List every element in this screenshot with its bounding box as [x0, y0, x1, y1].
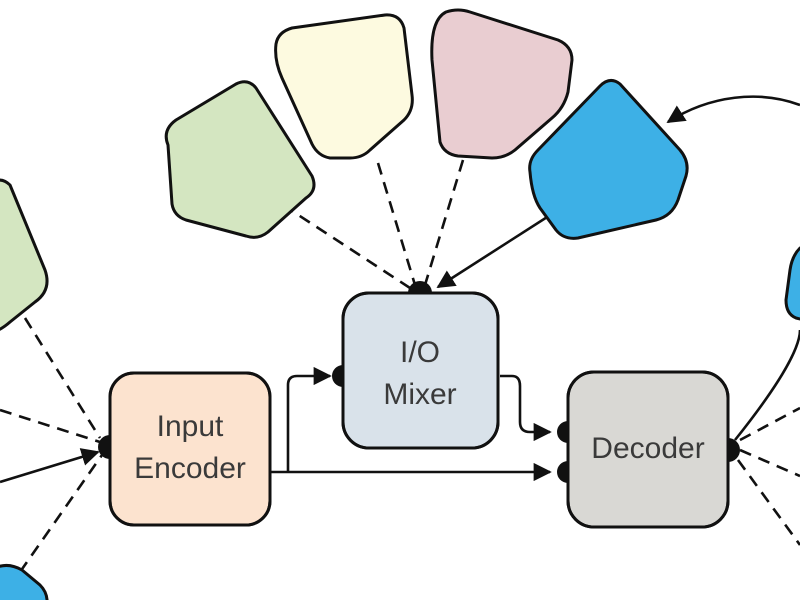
edge-left-1-to-encoder	[0, 408, 101, 444]
decoder-upper-port-mask	[569, 418, 583, 446]
mixer-top-port-mask	[400, 293, 440, 307]
encoder-inbound-edges	[0, 317, 104, 573]
petal-right-blue	[784, 246, 800, 321]
edge-left-top-petal-to-encoder	[23, 317, 102, 439]
block-outlines	[108, 291, 730, 529]
decoder-label: Decoder	[591, 432, 704, 465]
io-mixer-label-line2: Mixer	[383, 378, 456, 411]
edge-cream-petal-to-mixer	[376, 162, 417, 286]
io-mixer-box	[341, 291, 500, 450]
edge-green-petal-to-mixer	[282, 203, 411, 290]
edge-decoder-right-2	[739, 448, 800, 478]
input-encoder-label-line2: Encoder	[134, 452, 246, 485]
input-encoder-block: Input Encoder	[108, 371, 272, 527]
edge-feedback-to-blue-petal	[666, 95, 800, 124]
input-encoder-box	[108, 371, 272, 527]
mixer-left-port-mask	[344, 360, 358, 392]
petal-pink	[430, 8, 574, 160]
edge-left-3-to-encoder	[18, 454, 104, 573]
petal-bottom-left-blue	[0, 563, 49, 600]
petals	[0, 8, 800, 600]
edge-blue-petal-to-mixer	[436, 210, 556, 289]
edge-decoder-right-3	[736, 459, 800, 546]
edge-pink-petal-to-mixer	[423, 159, 465, 286]
edge-decoder-right-1	[739, 406, 800, 442]
io-mixer-block: I/O Mixer	[341, 291, 500, 450]
edge-decoder-to-right-petal	[733, 329, 800, 441]
petal-blue	[528, 79, 689, 240]
petal-left-green	[0, 178, 49, 331]
io-mixer-label-line1: I/O	[400, 336, 440, 369]
mixer-inbound-edges	[282, 159, 556, 290]
edge-left-2-to-encoder	[0, 448, 100, 484]
petal-cream	[274, 13, 414, 160]
edge-encoder-to-mixer	[286, 366, 332, 472]
input-encoder-label-line1: Input	[157, 410, 224, 443]
decoder-block: Decoder	[566, 370, 730, 529]
decoder-right-port-mask	[712, 434, 727, 466]
decoder-lower-port-mask	[569, 458, 583, 486]
petal-green	[164, 80, 316, 239]
decoder-outbound-edges	[733, 329, 800, 546]
encoder-left-port-mask	[111, 430, 125, 464]
internal-edges	[270, 366, 552, 482]
edge-mixer-to-decoder	[500, 374, 552, 442]
